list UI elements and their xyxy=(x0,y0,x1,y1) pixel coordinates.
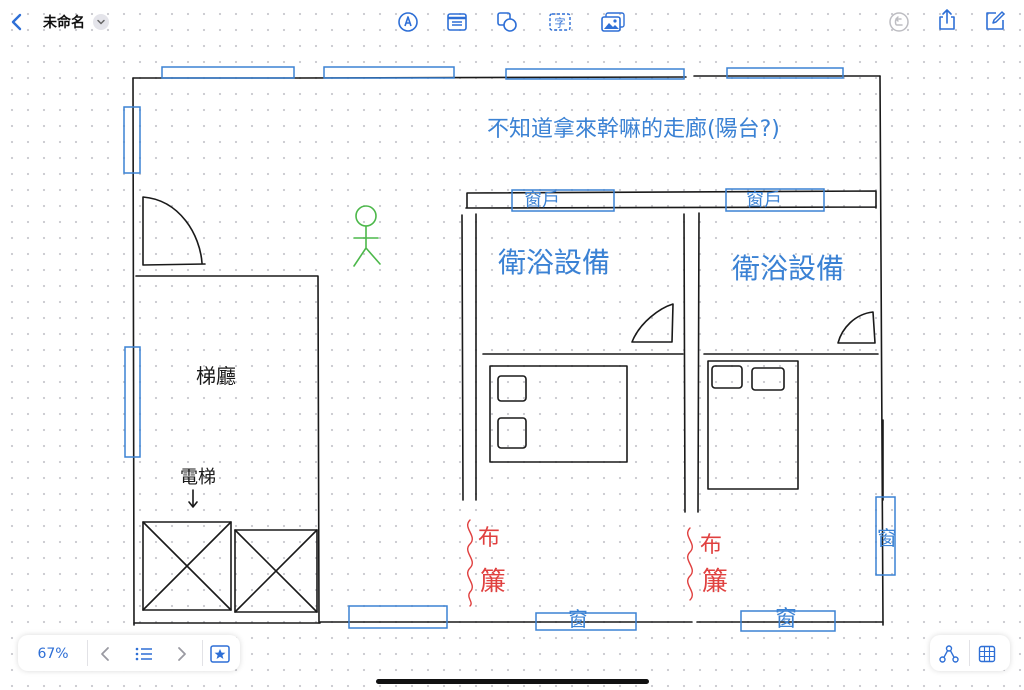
canvas-tools-bar xyxy=(930,635,1010,671)
stair-hall-label: 梯廳 xyxy=(196,364,236,388)
red-strokes xyxy=(467,519,693,607)
bath-label-right: 衛浴設備 xyxy=(732,252,844,285)
grid-icon[interactable] xyxy=(972,639,1002,669)
window-top-2 xyxy=(323,66,455,79)
curtain-label-right-1: 布 xyxy=(700,533,722,558)
chevron-down-icon[interactable] xyxy=(93,14,109,30)
divider xyxy=(87,640,88,666)
black-strokes xyxy=(132,75,884,626)
window-label-side: 窗 xyxy=(877,526,897,550)
text-icon[interactable]: 字 xyxy=(545,7,575,37)
window-label-right: 窗戶 xyxy=(746,190,782,211)
blue-strokes xyxy=(123,66,896,632)
page-navigation-bar xyxy=(18,635,240,671)
right-wall xyxy=(879,75,884,626)
elevator-box-2 xyxy=(234,529,318,613)
divider xyxy=(202,640,203,666)
curtain-left xyxy=(467,519,473,607)
bed-right xyxy=(707,360,799,490)
pen-icon[interactable] xyxy=(393,7,423,37)
elevator-arrow xyxy=(188,489,198,508)
stair-hall-wall xyxy=(135,275,320,624)
corridor-label: 不知道拿來幹嘛的走廊(陽台?) xyxy=(487,116,780,142)
favorite-icon[interactable] xyxy=(205,639,235,669)
window-corridor-1 xyxy=(511,189,615,212)
bottom-wall xyxy=(133,621,884,624)
labels: 不知道拿來幹嘛的走廊(陽台?) 窗戶 窗戶 衛浴設備 衛浴設備 梯廳 電梯 布 … xyxy=(180,116,897,632)
window-left-2 xyxy=(124,346,141,458)
person-figure xyxy=(353,205,381,267)
curtain-right xyxy=(687,527,693,601)
photo-icon[interactable] xyxy=(598,7,628,37)
elevator-label: 電梯 xyxy=(180,467,216,488)
back-icon[interactable] xyxy=(2,7,32,37)
middle-wall xyxy=(683,212,700,513)
left-room-wall xyxy=(461,213,477,501)
window-top-3 xyxy=(505,68,685,80)
floor-plan-drawing: 不知道拿來幹嘛的走廊(陽台?) 窗戶 窗戶 衛浴設備 衛浴設備 梯廳 電梯 布 … xyxy=(123,66,897,632)
window-label-bottom-left: 窗 xyxy=(568,607,588,631)
elevator-box-1 xyxy=(142,521,232,611)
door-bath-left xyxy=(631,303,674,343)
curtain-label-left-1: 布 xyxy=(478,526,500,551)
shapes-icon[interactable] xyxy=(492,7,522,37)
window-bottom-2 xyxy=(535,612,637,631)
chevron-right-icon[interactable] xyxy=(167,639,197,669)
window-right-side xyxy=(875,496,896,576)
zoom-level[interactable]: 67% xyxy=(37,646,69,662)
corridor-rail xyxy=(465,190,877,209)
drawing-canvas[interactable]: 不知道拿來幹嘛的走廊(陽台?) 窗戶 窗戶 衛浴設備 衛浴設備 梯廳 電梯 布 … xyxy=(0,44,1024,634)
window-label-left: 窗戶 xyxy=(524,190,560,211)
left-wall xyxy=(132,77,135,626)
curtain-label-left-2: 簾 xyxy=(480,567,506,597)
door-bath-right xyxy=(837,311,876,344)
curtain-label-right-2: 簾 xyxy=(702,567,728,597)
chevron-left-icon[interactable] xyxy=(90,639,120,669)
door-top-left xyxy=(142,196,206,266)
home-indicator[interactable] xyxy=(376,679,649,684)
list-icon[interactable] xyxy=(129,639,159,669)
connections-icon[interactable] xyxy=(934,639,964,669)
window-left-1 xyxy=(123,106,141,174)
window-top-4 xyxy=(726,67,844,79)
svg-text:字: 字 xyxy=(555,16,566,30)
window-bottom-1 xyxy=(348,605,448,629)
window-label-bottom-right: 窗 xyxy=(775,607,797,632)
window-corridor-2 xyxy=(725,188,825,212)
bed-left xyxy=(489,365,628,463)
text-box-icon[interactable] xyxy=(442,7,472,37)
window-bottom-3 xyxy=(740,610,836,632)
window-top-1 xyxy=(161,66,295,79)
share-icon[interactable] xyxy=(932,5,962,35)
document-title[interactable]: 未命名 xyxy=(43,15,85,31)
compose-icon[interactable] xyxy=(980,6,1010,36)
top-toolbar: 未命名 字 xyxy=(0,0,1024,44)
bath-label-left: 衛浴設備 xyxy=(498,246,610,279)
undo-icon[interactable] xyxy=(884,7,914,37)
divider xyxy=(969,640,970,666)
